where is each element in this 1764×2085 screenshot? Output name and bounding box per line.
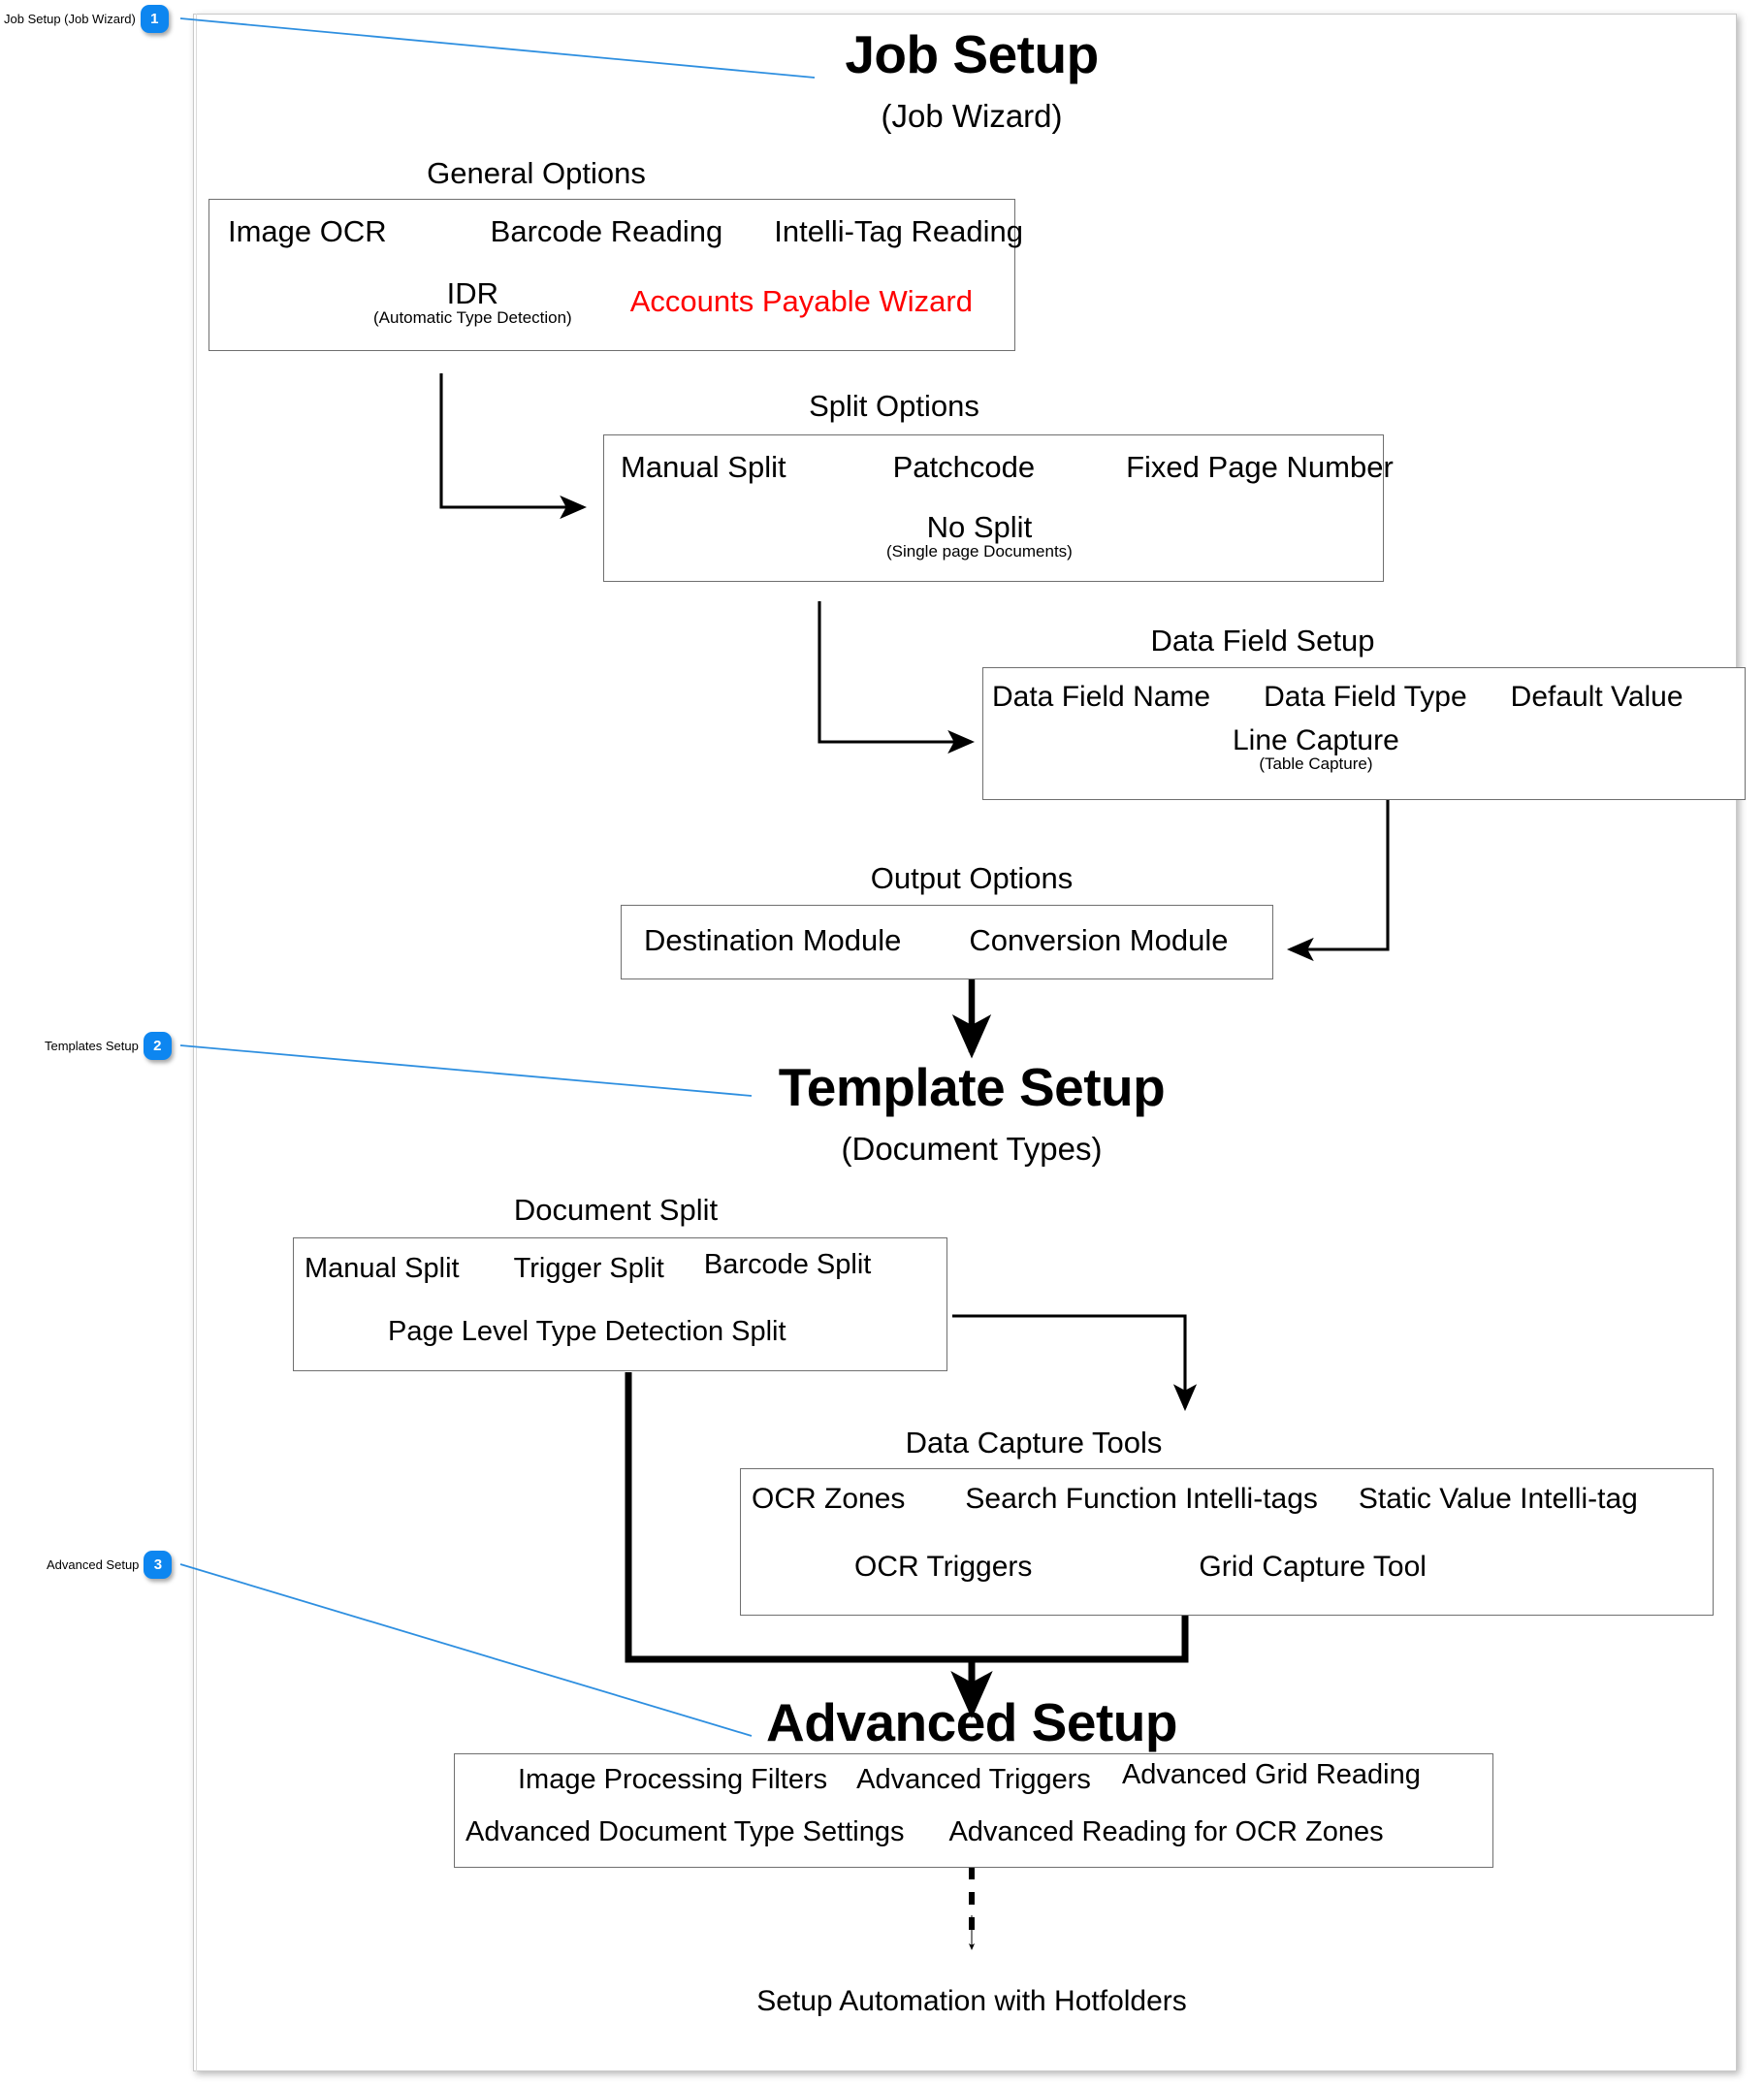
- data-field-setup-title: Data Field Setup: [1150, 624, 1375, 658]
- callout-label-3: Advanced Setup: [47, 1557, 140, 1572]
- advanced-setup-row-2: Advanced Document Type Settings Advanced…: [464, 1810, 1491, 1854]
- option-ocr-triggers[interactable]: OCR Triggers: [854, 1551, 1033, 1584]
- option-image-processing-filters[interactable]: Image Processing Filters: [518, 1763, 828, 1795]
- option-line-capture-sub: (Table Capture): [1259, 754, 1373, 774]
- option-static-value-intelli-tag[interactable]: Static Value Intelli-tag: [1358, 1483, 1638, 1516]
- option-image-ocr[interactable]: Image OCR: [228, 213, 387, 248]
- option-barcode-reading[interactable]: Barcode Reading: [490, 213, 723, 248]
- general-options-row-2: IDR (Automatic Type Detection) Accounts …: [218, 276, 1006, 333]
- option-default-value[interactable]: Default Value: [1510, 681, 1684, 714]
- option-advanced-reading-for-ocr-zones[interactable]: Advanced Reading for OCR Zones: [948, 1815, 1384, 1847]
- callout-job-setup[interactable]: Job Setup (Job Wizard) 1: [4, 5, 169, 33]
- option-data-field-type[interactable]: Data Field Type: [1264, 681, 1467, 714]
- setup-automation-hotfolders-label[interactable]: Setup Automation with Hotfolders: [756, 1985, 1187, 2017]
- job-setup-title: Job Setup: [845, 24, 1099, 84]
- callout-templates-setup[interactable]: Templates Setup 2: [45, 1032, 172, 1060]
- option-advanced-triggers[interactable]: Advanced Triggers: [856, 1763, 1091, 1795]
- document-split-row-1: Manual Split Trigger Split Barcode Split: [301, 1246, 946, 1291]
- option-line-capture[interactable]: Line Capture (Table Capture): [1233, 725, 1399, 773]
- advanced-setup-box: [454, 1753, 1493, 1868]
- option-trigger-split[interactable]: Trigger Split: [513, 1252, 664, 1284]
- data-capture-tools-box: [740, 1468, 1714, 1616]
- general-options-title: General Options: [427, 156, 646, 190]
- option-advanced-grid-reading[interactable]: Advanced Grid Reading: [1121, 1759, 1421, 1791]
- data-field-setup-row-1: Data Field Name Data Field Type Default …: [992, 675, 1739, 720]
- option-patchcode[interactable]: Patchcode: [892, 449, 1036, 484]
- option-line-capture-label: Line Capture: [1233, 724, 1399, 756]
- option-intelli-tag-reading[interactable]: Intelli-Tag Reading: [774, 213, 1023, 248]
- output-options-title: Output Options: [870, 861, 1074, 895]
- option-conversion-module[interactable]: Conversion Module: [969, 922, 1229, 957]
- split-options-box: [603, 434, 1384, 582]
- job-setup-subtitle: (Job Wizard): [881, 98, 1063, 134]
- split-options-row-1: Manual Split Patchcode Fixed Page Number: [613, 444, 1394, 491]
- option-accounts-payable-wizard[interactable]: Accounts Payable Wizard: [629, 284, 973, 318]
- callout-badge-3[interactable]: 3: [144, 1551, 173, 1579]
- general-options-box: [208, 199, 1015, 351]
- option-barcode-split[interactable]: Barcode Split: [703, 1248, 872, 1280]
- option-fixed-page-number[interactable]: Fixed Page Number: [1126, 449, 1394, 484]
- template-setup-title: Template Setup: [778, 1057, 1166, 1117]
- callout-badge-2[interactable]: 2: [143, 1032, 172, 1060]
- output-options-row-1: Destination Module Conversion Module: [630, 916, 1270, 965]
- option-ocr-zones[interactable]: OCR Zones: [752, 1483, 906, 1516]
- document-split-title: Document Split: [513, 1193, 719, 1227]
- data-field-setup-box: [982, 667, 1746, 800]
- option-page-level-type-detection-split[interactable]: Page Level Type Detection Split: [388, 1315, 786, 1347]
- option-manual-split[interactable]: Manual Split: [621, 449, 786, 484]
- data-capture-tools-row-1: OCR Zones Search Function Intelli-tags S…: [750, 1476, 1710, 1523]
- option-no-split-label: No Split: [926, 510, 1033, 544]
- option-destination-module[interactable]: Destination Module: [644, 922, 902, 957]
- output-options-box: [621, 905, 1273, 979]
- advanced-setup-row-1: Image Processing Filters Advanced Trigge…: [464, 1757, 1491, 1802]
- split-options-title: Split Options: [809, 389, 979, 423]
- template-setup-subtitle: (Document Types): [841, 1131, 1103, 1167]
- split-options-row-2: No Split (Single page Documents): [613, 510, 1379, 566]
- option-grid-capture-tool[interactable]: Grid Capture Tool: [1199, 1551, 1427, 1584]
- callout-label-2: Templates Setup: [45, 1039, 139, 1053]
- callout-label-1: Job Setup (Job Wizard): [4, 12, 136, 26]
- option-idr-sub: (Automatic Type Detection): [373, 308, 572, 328]
- option-no-split[interactable]: No Split (Single page Documents): [886, 510, 1073, 561]
- option-idr-label: IDR: [446, 276, 499, 310]
- callout-advanced-setup[interactable]: Advanced Setup 3: [47, 1551, 173, 1579]
- option-doc-manual-split[interactable]: Manual Split: [305, 1252, 460, 1284]
- option-data-field-name[interactable]: Data Field Name: [992, 681, 1211, 714]
- option-no-split-sub: (Single page Documents): [886, 542, 1073, 561]
- data-field-setup-row-2: Line Capture (Table Capture): [992, 725, 1739, 780]
- page-left-divider: [196, 14, 197, 2071]
- data-capture-tools-title: Data Capture Tools: [905, 1426, 1163, 1460]
- advanced-setup-title: Advanced Setup: [766, 1692, 1177, 1752]
- general-options-row-1: Image OCR Barcode Reading Intelli-Tag Re…: [218, 208, 1023, 255]
- data-capture-tools-row-2: OCR Triggers Grid Capture Tool: [750, 1544, 1710, 1590]
- document-split-row-2: Page Level Type Detection Split: [301, 1309, 946, 1354]
- option-search-function-intelli-tags[interactable]: Search Function Intelli-tags: [965, 1483, 1318, 1516]
- document-split-box: [293, 1237, 947, 1371]
- callout-badge-1[interactable]: 1: [140, 5, 169, 33]
- option-idr[interactable]: IDR (Automatic Type Detection): [373, 276, 572, 328]
- option-advanced-document-type-settings[interactable]: Advanced Document Type Settings: [465, 1815, 905, 1847]
